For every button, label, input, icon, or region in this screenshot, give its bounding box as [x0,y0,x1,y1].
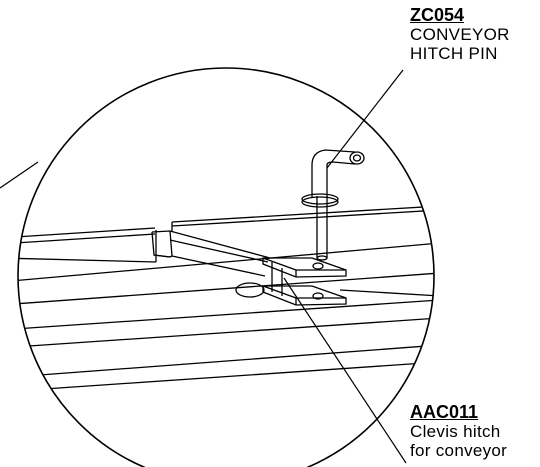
conveyor-deck [18,205,434,393]
assembly-drawing [18,149,434,393]
hitch-pin [301,149,365,261]
clevis-part-code: AAC011 [410,402,479,422]
clevis-desc-line-1: Clevis hitch [410,422,501,441]
pin-part-code: ZC054 [410,5,465,25]
pin-callout: ZC054 CONVEYOR HITCH PIN [410,5,510,64]
detail-circle [17,67,435,467]
detail-leader-line [0,161,39,189]
clevis-leader-line [283,277,407,464]
pin-desc-line-1: CONVEYOR [410,25,510,44]
pin-desc-line-2: HITCH PIN [410,44,498,63]
clevis-desc-line-2: for conveyor [410,441,508,460]
clevis-hitch [235,257,434,306]
pin-leader-line [326,69,404,169]
clevis-callout: AAC011 Clevis hitch for conveyor [410,402,508,461]
draw-bar [151,230,271,277]
